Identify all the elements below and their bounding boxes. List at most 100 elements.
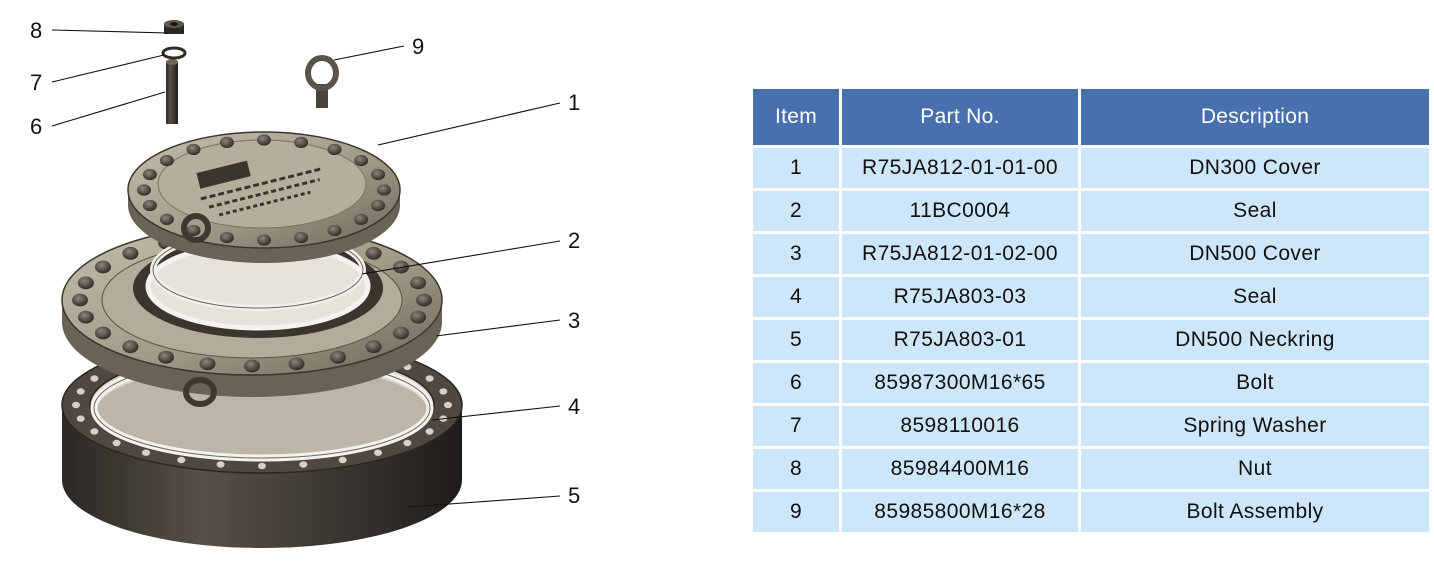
callout-2: 2 [568, 228, 580, 253]
bolt-head-icon [122, 340, 139, 354]
eye-bolt-icon [181, 213, 211, 243]
bolt-hole-icon [299, 461, 308, 468]
cell-description: DN300 Cover [1081, 148, 1429, 188]
table-row: 1 R75JA812-01-01-00 DN300 Cover [753, 148, 1429, 188]
header-part-no: Part No. [842, 89, 1078, 145]
cell-part-no: 85985800M16*28 [842, 492, 1078, 532]
bolt-hole-icon [112, 439, 121, 447]
bolt-head-icon [393, 326, 409, 340]
header-item: Item [753, 89, 839, 145]
bolt-head-icon [294, 232, 309, 244]
table-row: 2 11BC0004 Seal [753, 191, 1429, 231]
bolt-head-icon [219, 232, 234, 244]
cell-item: 8 [753, 449, 839, 489]
bolt-hole-icon [338, 456, 347, 464]
nameplate-icon [196, 160, 322, 217]
bolt-hole-icon [258, 462, 266, 470]
cell-part-no: 85984400M16 [842, 449, 1078, 489]
table-row: 4 R75JA803-03 Seal [753, 277, 1429, 317]
bolt-head-icon [410, 276, 427, 290]
cell-part-no: R75JA803-03 [842, 277, 1078, 317]
callout-leaders [51, 29, 561, 508]
table-header-row: Item Part No. Description [753, 89, 1429, 145]
callout-5: 5 [568, 483, 580, 508]
bolt-head-icon [371, 168, 386, 181]
bolt-head-icon [416, 293, 432, 307]
cell-description: Nut [1081, 449, 1429, 489]
callout-6: 6 [30, 114, 42, 139]
bolt-head-icon [159, 155, 174, 167]
header-description: Description [1081, 89, 1429, 145]
bolt-hole-icon [444, 401, 452, 409]
cell-description: DN500 Neckring [1081, 320, 1429, 360]
part-1-dn300-cover [127, 131, 401, 263]
table-row: 6 85987300M16*65 Bolt [753, 363, 1429, 403]
callout-4: 4 [568, 394, 580, 419]
eye-bolt-icon [183, 377, 217, 407]
bolt-head-icon [137, 184, 151, 196]
cell-part-no: 8598110016 [842, 406, 1078, 446]
bolt-head-icon [142, 168, 157, 181]
cell-description: DN500 Cover [1081, 234, 1429, 274]
bolt-head-icon [95, 260, 111, 274]
table-row: 8 85984400M16 Nut [753, 449, 1429, 489]
bolt-hole-icon [142, 449, 150, 456]
part-7-spring-washer [161, 46, 187, 60]
bolt-hole-icon [425, 428, 434, 435]
exploded-assembly-diagram: 8 7 6 9 1 2 3 4 5 [30, 18, 580, 548]
bolt-head-icon [330, 350, 346, 364]
callout-3: 3 [568, 308, 580, 333]
bolt-hole-icon [374, 449, 382, 456]
bolt-head-icon [77, 276, 94, 290]
bolt-head-icon [257, 234, 271, 246]
bolt-head-icon [327, 143, 342, 156]
bolt-head-icon [377, 184, 391, 196]
bolt-hole-icon [216, 461, 225, 468]
bolt-hole-icon [403, 439, 412, 447]
cell-description: Bolt [1081, 363, 1429, 403]
part-9-eye-bolt [305, 55, 339, 108]
cell-description: Spring Washer [1081, 406, 1429, 446]
callout-numbers: 8 7 6 9 1 2 3 4 5 [30, 18, 580, 508]
part-8-nut [164, 20, 184, 34]
bolt-head-icon [95, 326, 111, 340]
bolt-head-icon [244, 359, 260, 373]
bolt-head-icon [186, 224, 201, 237]
bolt-head-icon [257, 134, 271, 146]
cell-description: Bolt Assembly [1081, 492, 1429, 532]
bolt-head-icon [72, 293, 88, 307]
bolt-hole-icon [177, 456, 186, 464]
bolt-head-icon [354, 213, 369, 225]
table-row: 5 R75JA803-01 DN500 Neckring [753, 320, 1429, 360]
bolt-head-icon [294, 136, 309, 148]
cell-item: 2 [753, 191, 839, 231]
bolt-hole-icon [76, 388, 85, 395]
bolt-head-icon [186, 143, 201, 156]
bolt-head-icon [410, 310, 427, 324]
callout-7: 7 [30, 70, 42, 95]
part-3-dn500-cover [61, 224, 443, 407]
bolt-hole-icon [90, 375, 99, 382]
bolt-head-icon [365, 246, 382, 260]
cell-description: Seal [1081, 191, 1429, 231]
bolt-head-icon [199, 357, 216, 371]
table-row: 9 85985800M16*28 Bolt Assembly [753, 492, 1429, 532]
cell-part-no: R75JA812-01-02-00 [842, 234, 1078, 274]
bolt-head-icon [158, 350, 174, 364]
bolt-hole-icon [425, 375, 434, 382]
callout-1: 1 [568, 90, 580, 115]
cell-item: 7 [753, 406, 839, 446]
parts-list-table: Item Part No. Description 1 R75JA812-01-… [750, 86, 1432, 535]
bolt-head-icon [288, 357, 305, 371]
cell-part-no: 11BC0004 [842, 191, 1078, 231]
part-6-stud-bolt [166, 59, 178, 124]
bolt-hole-icon [439, 388, 448, 395]
cell-item: 3 [753, 234, 839, 274]
bolt-head-icon [365, 340, 382, 354]
table-row: 7 8598110016 Spring Washer [753, 406, 1429, 446]
bolt-hole-icon [90, 428, 99, 435]
bolt-head-icon [159, 213, 174, 225]
bolt-hole-icon [72, 401, 80, 409]
table-row: 3 R75JA812-01-02-00 DN500 Cover [753, 234, 1429, 274]
bolt-head-icon [77, 310, 94, 324]
